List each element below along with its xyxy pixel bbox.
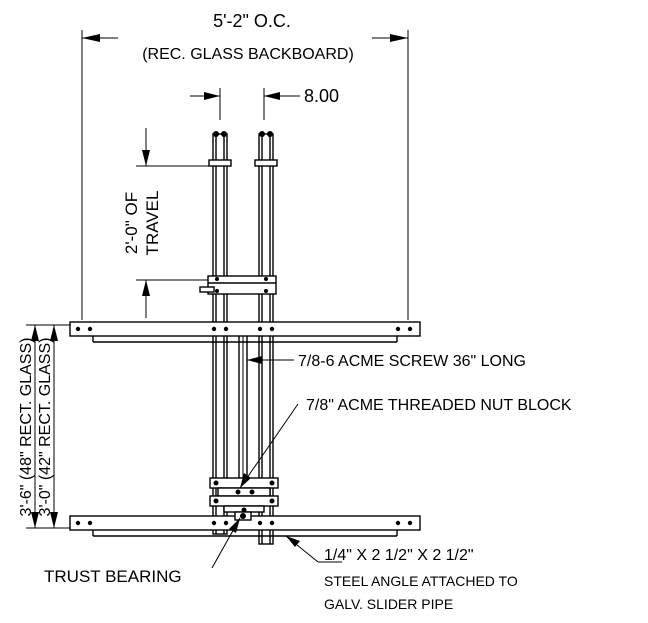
nut-block-leader [239, 403, 299, 489]
steel-angle-leader [285, 535, 342, 563]
nut-block-callout: 7/8" ACME THREADED NUT BLOCK [306, 397, 572, 414]
height-42-label: 3'-0" (42" RECT. GLASS) [37, 338, 54, 517]
acme-screw-callout: 7/8-6 ACME SCREW 36" LONG [298, 353, 526, 370]
steel-angle-callout-line2: STEEL ANGLE ATTACHED TO [324, 573, 518, 589]
height-48-label: 3'-6" (48" RECT. GLASS) [18, 338, 35, 517]
overall-width-dimension [81, 30, 409, 320]
upper-carriage-bracket [199, 275, 277, 295]
steel-angle-callout-line1: 1/4" X 2 1/2" X 2 1/2" [324, 547, 474, 564]
thrust-bearing-callout: TRUST BEARING [44, 567, 182, 586]
acme-screw-leader [247, 356, 294, 364]
thrust-bearing [234, 511, 252, 521]
right-slider-pipe [254, 131, 278, 545]
overall-width-note: (REC. GLASS BACKBOARD) [142, 46, 354, 63]
thrust-bearing-leader [211, 517, 241, 569]
travel-label-line1: 2'-0" OF [122, 192, 141, 254]
steel-angle-callout-line3: GALV. SLIDER PIPE [324, 596, 453, 612]
pipe-spacing-label: 8.00 [304, 86, 339, 106]
travel-dimension [136, 128, 212, 318]
upper-steel-angle [69, 321, 421, 343]
pipe-spacing-dimension [190, 88, 300, 120]
height-dimensions [26, 324, 70, 529]
overall-width-label: 5'-2" O.C. [213, 11, 291, 31]
travel-label-line2: TRAVEL [143, 191, 162, 256]
